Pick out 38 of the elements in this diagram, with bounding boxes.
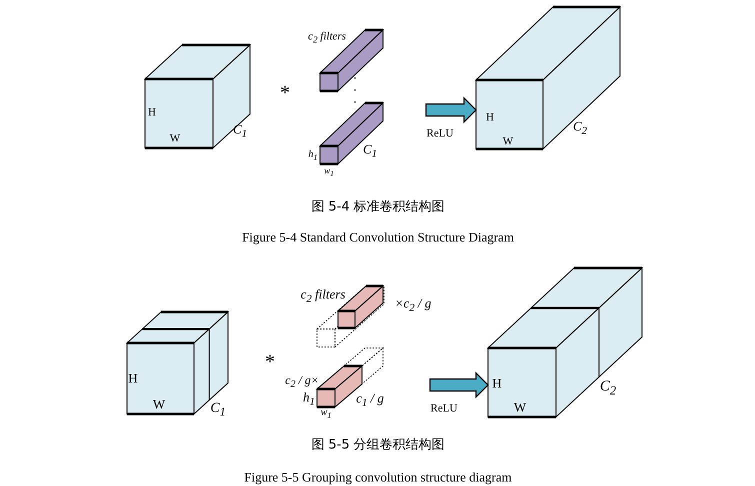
dimension-label: w$_{1}$ — [324, 166, 334, 178]
dimension-label: C$_{1}$ — [210, 402, 226, 418]
block-arrow — [429, 372, 489, 398]
dimension-label: h$_{1}$ — [308, 150, 318, 162]
dimension-label: H — [492, 376, 502, 390]
cuboid-block — [474, 5, 622, 151]
operator-label: * — [265, 352, 275, 372]
dimension-label: H — [486, 112, 494, 124]
edge-label: ReLU — [426, 128, 454, 140]
dimension-label: c$_{2}$ / g× — [285, 374, 319, 390]
figure-caption: Figure 5-5 Grouping convolution structure diagram — [244, 470, 512, 484]
dimension-label: C$_{2}$ — [600, 379, 616, 397]
dimension-label: H — [148, 108, 156, 118]
figure-caption: Figure 5-4 Standard Convolution Structure Diagram — [242, 230, 514, 244]
dimension-label: W — [514, 400, 526, 414]
dimension-label: c$_{1}$ / g — [356, 391, 384, 409]
figure-caption: 图 5-4 标准卷积结构图 — [311, 200, 445, 214]
block-arrow — [425, 96, 477, 124]
dimension-label: w$_{1}$ — [320, 408, 332, 420]
filter-bar — [318, 101, 385, 166]
operator-label: * — [280, 83, 290, 103]
edge-label: ReLU — [430, 404, 458, 414]
dimension-label: h$_{1}$ — [303, 390, 315, 408]
dimension-label: C$_{2}$ — [572, 119, 588, 137]
cuboid-block — [143, 43, 252, 150]
figure-caption: 图 5-5 分组卷积结构图 — [311, 438, 445, 452]
filter-count-label: c$_{2}$ filters — [300, 287, 346, 305]
filter-count-label: c$_{2}$ filters — [308, 31, 346, 45]
dimension-label: W — [170, 134, 180, 144]
filter-bar — [315, 284, 386, 349]
dimension-label: C$_{1}$ — [362, 142, 378, 160]
cuboid-block — [125, 310, 230, 416]
dimension-label: H — [128, 372, 138, 384]
dimension-label: W — [502, 136, 514, 148]
dimension-label: W — [152, 398, 166, 410]
dimension-label: ×c$_{2}$ / g — [394, 296, 432, 314]
cuboid-block — [486, 266, 644, 419]
filter-bar — [318, 28, 385, 93]
